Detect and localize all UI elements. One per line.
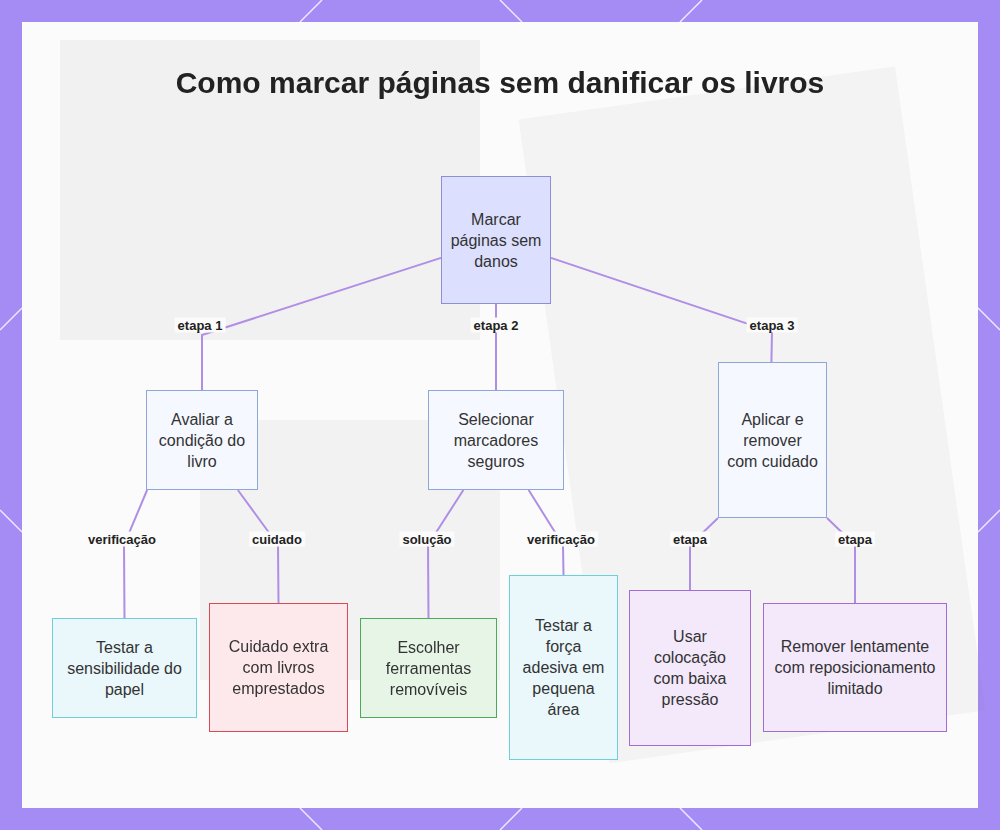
box-text: Aplicar e remover com cuidado xyxy=(727,409,818,472)
process-box: Aplicar e remover com cuidado xyxy=(718,362,827,518)
edge-label: etapa xyxy=(670,532,710,547)
process-box: Escolher ferramentas removíveis xyxy=(360,618,497,718)
box-text: Avaliar a condição do livro xyxy=(155,409,249,472)
edge-label: etapa 3 xyxy=(747,318,798,333)
process-box: Usar colocação com baixa pressão xyxy=(629,590,751,746)
connector xyxy=(124,490,147,618)
box-text: Remover lentamente com reposicionamento … xyxy=(772,636,938,699)
connector xyxy=(551,258,772,362)
box-text: Selecionar marcadores seguros xyxy=(437,409,555,472)
edge-label: etapa 1 xyxy=(175,318,226,333)
connector xyxy=(690,518,718,590)
process-box: Cuidado extra com livros emprestados xyxy=(209,603,348,732)
diagram-title: Como marcar páginas sem danificar os liv… xyxy=(160,64,840,102)
edge-label: etapa 2 xyxy=(471,318,522,333)
edge-label: verificação xyxy=(85,532,159,547)
box-text: Usar colocação com baixa pressão xyxy=(638,626,742,710)
edge-label: verificação xyxy=(524,532,598,547)
edge-label: cuidado xyxy=(249,532,305,547)
process-box: Marcar páginas sem danos xyxy=(441,176,551,304)
edge-label: solução xyxy=(399,532,454,547)
connector xyxy=(202,258,441,390)
box-text: Cuidado extra com livros emprestados xyxy=(218,636,339,699)
process-box: Remover lentamente com reposicionamento … xyxy=(763,603,947,732)
process-box: Testar a força adesiva em pequena área xyxy=(509,575,618,760)
box-text: Marcar páginas sem danos xyxy=(450,209,542,272)
box-text: Testar a sensibilidade do papel xyxy=(61,637,188,700)
process-box: Testar a sensibilidade do papel xyxy=(52,618,197,718)
edge-label: etapa xyxy=(835,532,875,547)
background-photo xyxy=(60,40,985,763)
connector xyxy=(238,490,279,603)
connector xyxy=(428,490,463,618)
box-text: Testar a força adesiva em pequena área xyxy=(518,615,609,720)
box-text: Escolher ferramentas removíveis xyxy=(369,637,488,700)
process-box: Selecionar marcadores seguros xyxy=(428,390,564,490)
process-box: Avaliar a condição do livro xyxy=(146,390,258,490)
